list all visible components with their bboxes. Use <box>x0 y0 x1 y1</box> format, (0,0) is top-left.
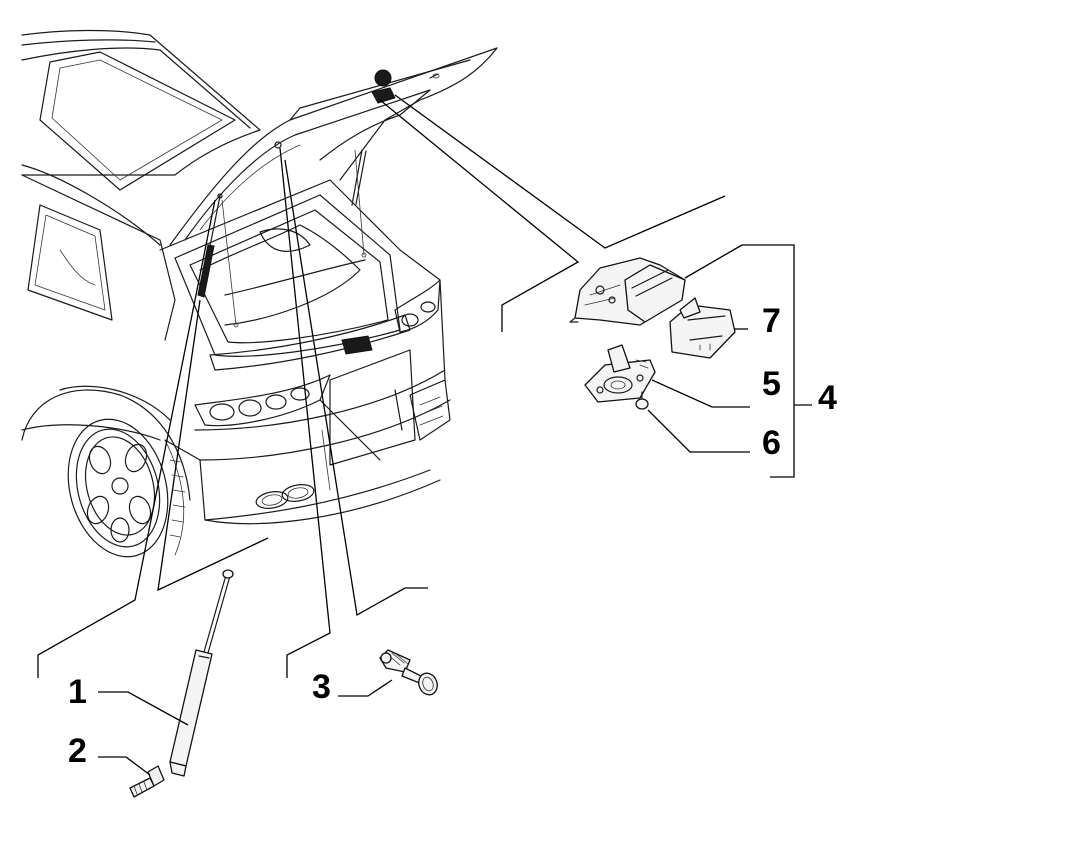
callout-2: 2 <box>68 732 87 770</box>
callout-3: 3 <box>312 668 331 706</box>
part-gas-strut <box>169 569 234 777</box>
part-bolt <box>129 765 165 798</box>
part-cover <box>669 297 736 359</box>
callout-leaders <box>98 244 812 776</box>
callout-7: 7 <box>762 302 781 340</box>
part-screw <box>635 391 649 410</box>
callout-1: 1 <box>68 673 87 711</box>
callout-6: 6 <box>762 424 781 462</box>
callout-5: 5 <box>762 365 781 403</box>
part-bump-stop <box>379 649 438 696</box>
part-striker-plate <box>584 344 656 403</box>
part-lock-assembly <box>569 257 686 326</box>
car-rear-view <box>21 29 498 558</box>
callout-4: 4 <box>818 379 837 417</box>
leader-lines <box>37 94 726 678</box>
